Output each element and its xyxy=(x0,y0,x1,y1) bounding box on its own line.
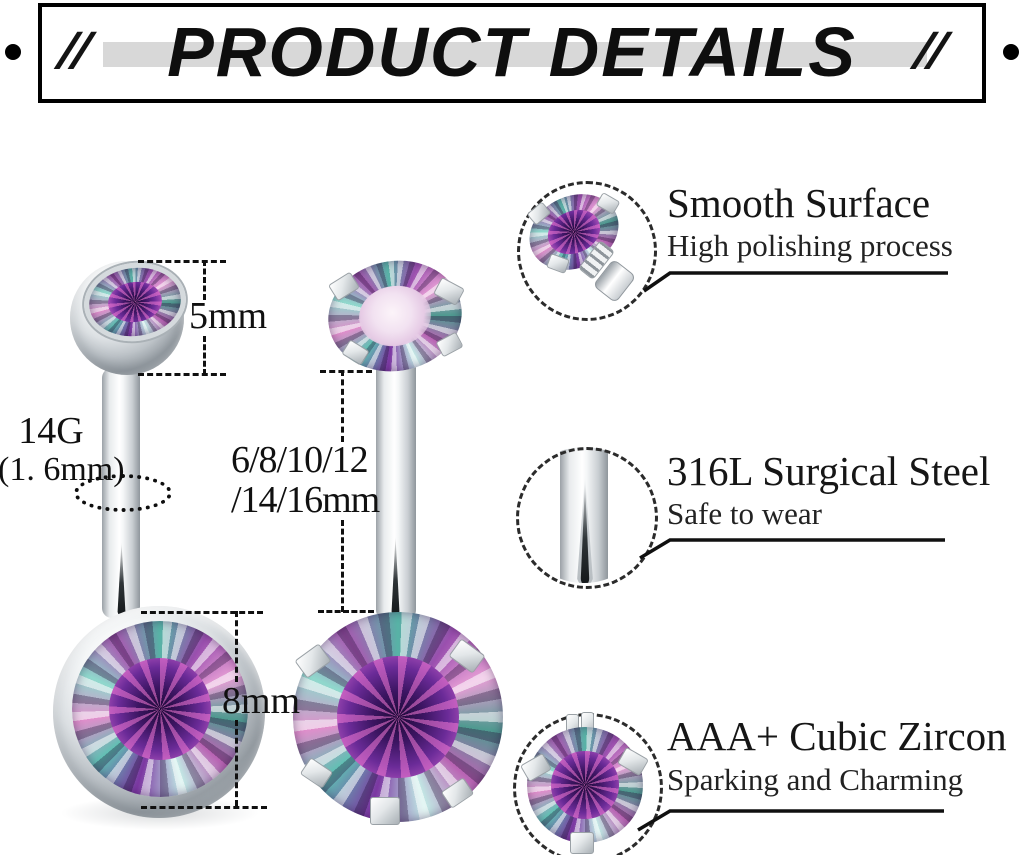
callout3-connector-line xyxy=(637,809,944,832)
meas-5mm-top-line xyxy=(138,260,226,263)
right-bullet-dot-icon xyxy=(1003,44,1019,60)
ring2-bottom-prong-bottom-icon xyxy=(370,797,400,825)
callout3-gem-detail xyxy=(527,727,643,843)
meas-8mm-vline-upper xyxy=(235,611,238,682)
meas-5mm-vline-lower xyxy=(203,336,206,375)
meas-length-label: 6/8/10/12 /14/16mm xyxy=(231,439,380,521)
feature1-title: Smooth Surface xyxy=(667,180,931,226)
meas-gauge-line1: 14G xyxy=(18,410,84,452)
callout3-prong-bottom-icon xyxy=(570,832,594,854)
callout2-dashed-circle-icon xyxy=(516,447,658,589)
banner-gray-highlight xyxy=(103,42,927,67)
ring2-shaft-seam xyxy=(391,536,400,616)
meas-gauge-ellipse xyxy=(74,474,172,512)
meas-8mm-label: 8mm xyxy=(222,680,301,722)
callout1-dashed-circle-icon xyxy=(517,181,657,321)
feature3-title: AAA+ Cubic Zircon xyxy=(667,713,1007,759)
meas-5mm-vline-upper xyxy=(203,260,206,300)
feature3-subtitle: Sparking and Charming xyxy=(667,762,964,797)
meas-gauge-label: 14G (1. 6mm) xyxy=(0,410,125,488)
meas-length-line2: /14/16mm xyxy=(231,478,380,521)
meas-length-bottom-line xyxy=(318,610,374,613)
meas-5mm-bottom-line xyxy=(138,373,226,376)
feature1-subtitle: High polishing process xyxy=(667,228,953,263)
meas-8mm-bottom-line xyxy=(141,806,267,809)
ring1-shaft-seam xyxy=(117,542,126,616)
feature2-subtitle: Safe to wear xyxy=(667,496,822,531)
meas-5mm-label: 5mm xyxy=(189,295,268,337)
meas-8mm-top-line xyxy=(141,611,263,614)
callout2-connector-line xyxy=(639,538,945,560)
feature2-title: 316L Surgical Steel xyxy=(667,448,991,494)
page-title: PRODUCT DETAILS xyxy=(167,13,857,91)
ring1-bottom-gem xyxy=(72,621,248,797)
meas-length-vline-lower xyxy=(341,520,344,612)
meas-8mm-vline-lower xyxy=(235,720,238,806)
callout1-connector-line xyxy=(643,271,948,293)
left-bullet-dot-icon xyxy=(5,44,21,60)
meas-length-top-line xyxy=(320,370,372,373)
ring2-top-gem xyxy=(320,251,470,381)
meas-length-line1: 6/8/10/12 xyxy=(231,439,369,481)
meas-length-vline-upper xyxy=(341,370,344,442)
